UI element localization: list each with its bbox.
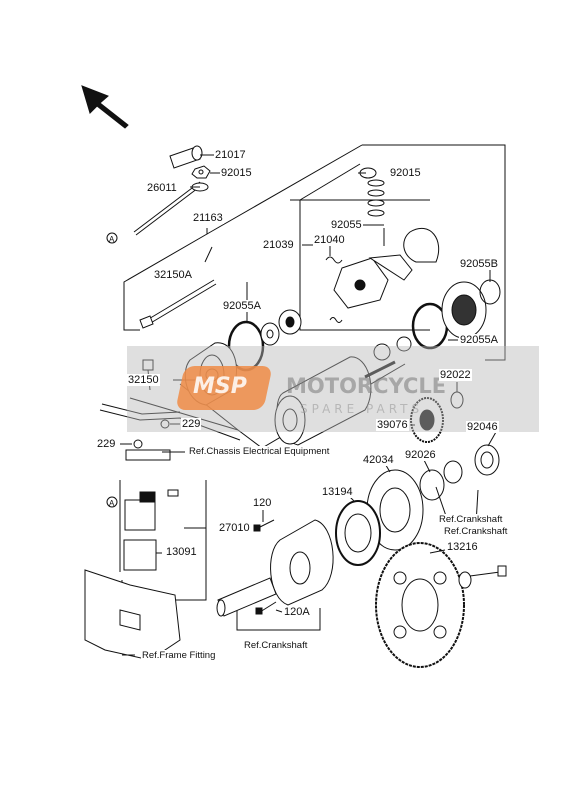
label-39076: 39076 [376,419,409,431]
part-brush-cap [403,227,440,263]
watermark-title: MOTORCYCLE [286,374,447,398]
part-bearing-92046 [474,444,500,476]
marker-a-top: A [109,235,115,244]
ref-crankshaft-bottom: Ref.Crankshaft [243,640,309,652]
part-bolt-crank-right [458,565,507,589]
part-spacer-92026 [419,460,463,501]
label-92026: 92026 [404,449,437,461]
label-92055A-left: 92055A [222,300,262,312]
label-21039: 21039 [262,239,295,251]
part-spring-lower [329,317,343,323]
label-92022: 92022 [439,369,472,381]
label-32150: 32150 [127,374,160,386]
part-frame-fitting [84,569,181,661]
part-gear-13216 [375,542,465,668]
part-rear-cover [441,281,487,339]
part-gear-39076 [410,397,444,443]
part-hub-27010 [270,519,334,606]
label-92015-right: 92015 [389,167,422,179]
label-229-lower: 229 [96,438,117,450]
ref-crankshaft-right-1: Ref.Crankshaft [438,514,504,526]
part-cap-21017 [169,145,213,169]
part-nut-92015 [191,165,220,179]
part-brush-holder-21039 [333,254,413,309]
marker-a-bottom: A [109,499,115,508]
part-crankshaft-end [216,577,277,617]
part-screws-229 [125,419,171,461]
label-229-upper: 229 [181,418,202,430]
part-brush-spring-21040 [325,256,343,264]
label-32150A: 32150A [153,269,193,281]
ref-chassis-electrical: Ref.Chassis Electrical Equipment [188,446,331,458]
label-92055A-right: 92055A [459,334,499,346]
ref-crankshaft-right-2: Ref.Crankshaft [443,526,509,538]
label-120A: 120A [283,606,311,618]
label-13194: 13194 [321,486,354,498]
part-ring-13194 [335,500,381,566]
ref-frame-fitting: Ref.Frame Fitting [141,650,217,662]
label-42034: 42034 [362,454,395,466]
label-26011: 26011 [146,182,178,194]
part-lead-cable [99,403,241,508]
part-cover-13091 [123,539,157,571]
part-washer-stack [359,167,385,246]
label-21040: 21040 [313,234,346,246]
label-92055: 92055 [330,219,363,231]
front-direction-arrow [81,85,129,129]
part-bearing-left [260,309,302,346]
part-bolts-120 [253,519,277,615]
label-13091: 13091 [165,546,198,558]
label-21163: 21163 [192,212,224,224]
part-starter-motor-body [274,336,412,446]
watermark-logo-text: MSP [193,374,247,399]
label-92015-left: 92015 [220,167,253,179]
watermark-subtitle: SPARE PARTS [300,402,424,416]
label-92046: 92046 [466,421,499,433]
label-13216: 13216 [446,541,479,553]
label-27010: 27010 [218,522,251,534]
part-oring-92055B [479,279,501,305]
part-starter-relay [124,489,179,531]
part-bolt-32150A [139,279,217,329]
label-92055B: 92055B [459,258,499,270]
label-21017: 21017 [214,149,247,161]
label-120: 120 [252,497,273,509]
